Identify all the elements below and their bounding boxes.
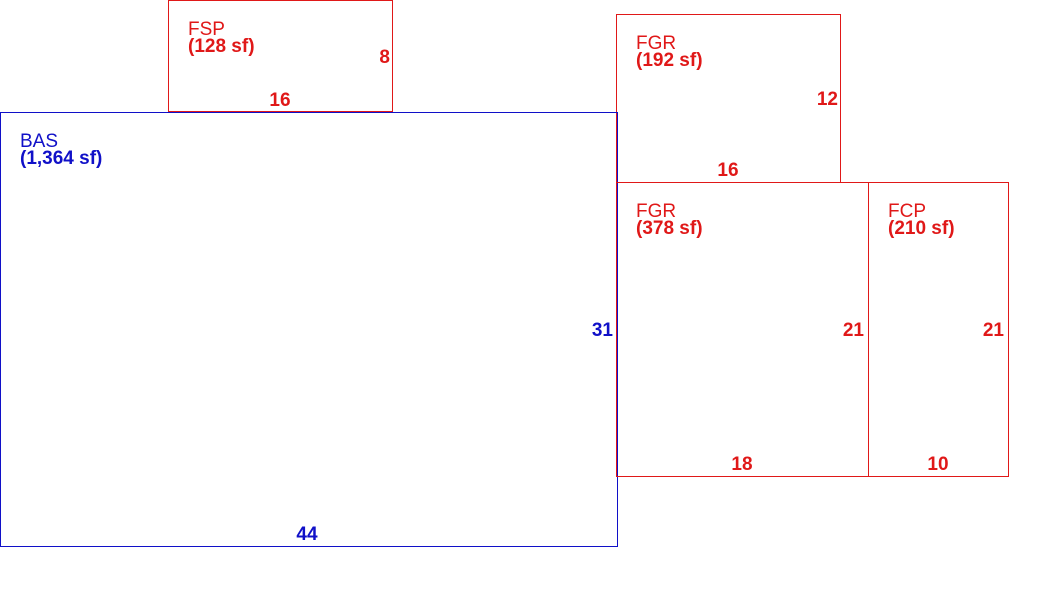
- area-fgr-378-code: FGR: [636, 201, 677, 222]
- area-fsp-depth: 8: [379, 47, 390, 68]
- area-fsp-sf: (128 sf): [188, 36, 255, 57]
- area-bas-sf: (1,364 sf): [20, 148, 103, 169]
- area-fgr-192-code: FGR: [636, 33, 677, 54]
- area-bas-depth: 31: [591, 320, 613, 341]
- area-bas: [0, 112, 618, 547]
- area-fsp-width: 16: [269, 90, 291, 111]
- area-fgr-192-depth: 12: [816, 89, 838, 110]
- area-fcp-depth: 21: [982, 320, 1004, 341]
- area-fgr-192-width: 16: [717, 160, 739, 181]
- area-fcp-width: 10: [927, 454, 949, 475]
- area-fcp-sf: (210 sf): [888, 218, 955, 239]
- area-fgr-378-depth: 21: [842, 320, 864, 341]
- area-fsp: [168, 0, 393, 112]
- area-fgr-192-sf: (192 sf): [636, 50, 703, 71]
- area-bas-code: BAS: [20, 131, 59, 152]
- area-fgr-378-sf: (378 sf): [636, 218, 703, 239]
- area-fcp: [868, 182, 1009, 477]
- area-fcp-code: FCP: [888, 201, 926, 222]
- area-fgr-378-width: 18: [731, 454, 753, 475]
- area-fsp-code: FSP: [188, 19, 225, 40]
- area-bas-width: 44: [296, 524, 318, 545]
